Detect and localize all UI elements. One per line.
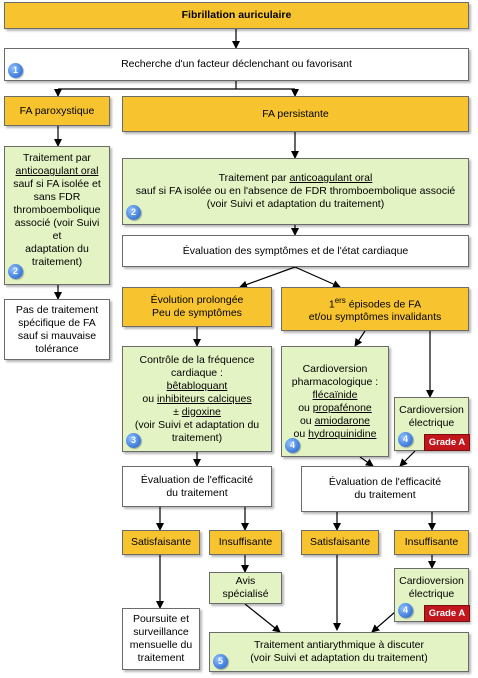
- grade-a-badge-2: Grade A: [424, 605, 470, 622]
- insuffisante-box-left: Insuffisante: [209, 530, 282, 555]
- satisfaisante-box-left: Satisfaisante: [122, 530, 200, 555]
- right-treatment-box: Traitement par anticoagulant oral sauf s…: [122, 158, 469, 225]
- efficacy-eval-box-right: Évaluation de l'efficacité du traitement: [301, 466, 469, 512]
- no-treatment-box: Pas de traitement spécifique de FA sauf …: [4, 299, 110, 360]
- badge-4-elec-2: 4: [398, 603, 413, 618]
- continue-monitoring-box: Poursuite et surveillance mensuelle du t…: [122, 608, 200, 670]
- badge-2-left: 2: [8, 264, 23, 279]
- efficacy-eval-box-left: Évaluation de l'efficacité du traitement: [122, 466, 272, 507]
- satisfaisante-box-right: Satisfaisante: [301, 530, 379, 555]
- badge-4-elec-1: 4: [398, 432, 413, 447]
- rate-control-box: Contrôle de la fréquence cardiaque : bêt…: [122, 346, 272, 452]
- first-episodes-box: 1ers épisodes de FA et/ou symptômes inva…: [281, 287, 469, 331]
- pharmacological-cardioversion-box: Cardioversion pharmacologique : flécaïni…: [281, 346, 389, 457]
- prolonged-evolution-box: Évolution prolongée Peu de symptômes: [122, 287, 272, 327]
- badge-3: 3: [126, 433, 141, 448]
- badge-5: 5: [213, 654, 228, 669]
- badge-2-right: 2: [126, 205, 141, 220]
- electrical-cardioversion-box-2: Cardioversion électrique 4 Grade A: [394, 568, 470, 622]
- grade-a-badge-1: Grade A: [424, 434, 470, 451]
- title-box: Fibrillation auriculaire: [4, 2, 469, 29]
- left-treatment-box: Traitement par anticoagulant oral sauf s…: [4, 146, 110, 285]
- symptom-evaluation-box: Évaluation des symptômes et de l'état ca…: [122, 235, 469, 267]
- specialist-opinion-box: Avis spécialisé: [209, 572, 282, 604]
- badge-1: 1: [8, 63, 23, 78]
- antiarrhythmic-box: Traitement antiarythmique à discuter (vo…: [209, 632, 469, 672]
- search-factor-box: Recherche d'un facteur déclenchant ou fa…: [4, 48, 469, 81]
- fa-paroxystique-box: FA paroxystique: [4, 96, 110, 126]
- fa-persistante-box: FA persistante: [122, 96, 469, 132]
- electrical-cardioversion-box-1: Cardioversion électrique 4 Grade A: [394, 397, 470, 451]
- insuffisante-box-right: Insuffisante: [394, 530, 469, 555]
- badge-4-pharma: 4: [285, 438, 300, 453]
